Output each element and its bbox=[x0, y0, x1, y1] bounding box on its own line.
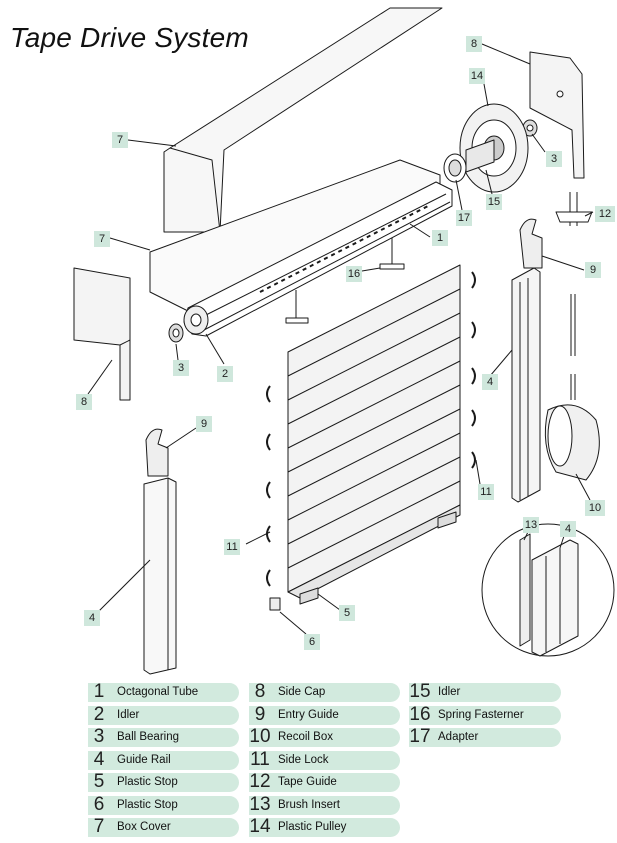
entry-guide-right bbox=[519, 218, 543, 269]
detail-inset bbox=[481, 523, 615, 657]
callout-10-recoil-box: 10 bbox=[585, 500, 605, 516]
callout-4-guide-rail-right: 4 bbox=[482, 374, 498, 390]
spring-fasteners bbox=[285, 238, 405, 324]
legend-number: 3 bbox=[93, 726, 105, 747]
plastic-stop-bottom bbox=[299, 511, 457, 605]
legend-label: Side Lock bbox=[278, 754, 329, 766]
callout-11-side-lock-left: 11 bbox=[224, 539, 240, 555]
legend-number: 5 bbox=[93, 771, 105, 792]
side-cap-left bbox=[73, 267, 131, 401]
box-cover bbox=[149, 7, 443, 313]
legend-label: Entry Guide bbox=[278, 709, 339, 721]
legend-item-11: 11 Side Lock bbox=[249, 749, 400, 770]
legend-label: Tape Guide bbox=[278, 776, 337, 788]
adapter-ring bbox=[443, 153, 467, 183]
legend-item-12: 12 Tape Guide bbox=[249, 771, 400, 792]
callout-1-octagonal-tube: 1 bbox=[432, 230, 448, 246]
legend-item-13: 13 Brush Insert bbox=[249, 794, 400, 815]
callout-4-detail: 4 bbox=[560, 521, 576, 537]
legend-number: 16 bbox=[409, 704, 431, 725]
callout-4-guide-rail-left: 4 bbox=[84, 610, 100, 626]
legend-label: Ball Bearing bbox=[117, 731, 180, 743]
callout-6-plastic-stop: 6 bbox=[304, 634, 320, 650]
callout-7-box-cover-upper: 7 bbox=[112, 132, 128, 148]
ball-bearing-left bbox=[168, 323, 184, 343]
callout-17-adapter: 17 bbox=[456, 210, 472, 226]
callout-3-ball-bearing-left: 3 bbox=[173, 360, 189, 376]
callout-7-box-cover-lower: 7 bbox=[94, 231, 110, 247]
legend-label: Guide Rail bbox=[117, 754, 171, 766]
legend-label: Plastic Stop bbox=[117, 776, 178, 788]
callout-5-plastic-stop: 5 bbox=[339, 605, 355, 621]
side-locks-right bbox=[471, 271, 476, 469]
legend-item-16: 16 Spring Fasterner bbox=[409, 704, 561, 725]
callout-2-idler: 2 bbox=[217, 366, 233, 382]
legend-number: 12 bbox=[249, 771, 271, 792]
guide-rail-left bbox=[143, 477, 177, 675]
legend-label: Octagonal Tube bbox=[117, 686, 199, 698]
callout-11-side-lock-right: 11 bbox=[478, 484, 494, 500]
legend-number: 1 bbox=[93, 681, 105, 702]
legend-number: 15 bbox=[409, 681, 431, 702]
legend-label: Box Cover bbox=[117, 821, 171, 833]
recoil-box bbox=[544, 294, 600, 481]
legend-number: 7 bbox=[93, 816, 105, 837]
callout-16-spring-fastener: 16 bbox=[346, 266, 362, 282]
side-locks-left bbox=[266, 385, 271, 587]
shutter-curtain bbox=[287, 264, 461, 599]
callout-9-entry-guide-left: 9 bbox=[196, 416, 212, 432]
legend-item-14: 14 Plastic Pulley bbox=[249, 816, 400, 837]
callout-15-idler: 15 bbox=[486, 194, 502, 210]
legend-item-1: 1 Octagonal Tube bbox=[88, 681, 239, 702]
legend-label: Plastic Stop bbox=[117, 799, 178, 811]
legend-number: 14 bbox=[249, 816, 271, 837]
legend-number: 6 bbox=[93, 794, 105, 815]
callout-8-side-cap-left: 8 bbox=[76, 394, 92, 410]
octagonal-tube bbox=[183, 181, 453, 337]
legend-number: 2 bbox=[93, 704, 105, 725]
callout-9-entry-guide-right: 9 bbox=[585, 262, 601, 278]
legend-item-3: 3 Ball Bearing bbox=[88, 726, 239, 747]
legend-number: 11 bbox=[250, 749, 270, 770]
guide-rail-right bbox=[511, 267, 541, 503]
legend-label: Adapter bbox=[438, 731, 479, 743]
callout-13-brush-insert: 13 bbox=[523, 517, 539, 533]
legend-item-17: 17 Adapter bbox=[409, 726, 561, 747]
legend-label: Spring Fasterner bbox=[438, 709, 524, 721]
legend-number: 10 bbox=[249, 726, 271, 747]
side-cap-right bbox=[529, 51, 585, 179]
tape-guide bbox=[555, 192, 593, 226]
legend-label: Idler bbox=[117, 709, 140, 721]
page-title: Tape Drive System bbox=[10, 22, 249, 53]
callout-12-tape-guide: 12 bbox=[595, 206, 615, 222]
legend-item-15: 15 Idler bbox=[409, 681, 561, 702]
legend-label: Brush Insert bbox=[278, 799, 340, 811]
callout-14-plastic-pulley: 14 bbox=[469, 68, 485, 84]
legend-item-9: 9 Entry Guide bbox=[249, 704, 400, 725]
legend-label: Recoil Box bbox=[278, 731, 333, 743]
legend-item-2: 2 Idler bbox=[88, 704, 239, 725]
legend-number: 17 bbox=[409, 726, 431, 747]
legend-number: 13 bbox=[249, 794, 271, 815]
callout-3-ball-bearing-right: 3 bbox=[546, 151, 562, 167]
legend-number: 8 bbox=[254, 681, 266, 702]
legend-number: 9 bbox=[254, 704, 266, 725]
legend-number: 4 bbox=[93, 749, 105, 770]
legend-item-8: 8 Side Cap bbox=[249, 681, 400, 702]
legend-item-7: 7 Box Cover bbox=[88, 816, 239, 837]
legend-label: Side Cap bbox=[278, 686, 326, 698]
plastic-stop-square bbox=[269, 597, 281, 611]
legend-item-10: 10 Recoil Box bbox=[249, 726, 400, 747]
legend-label: Plastic Pulley bbox=[278, 821, 347, 833]
legend-item-5: 5 Plastic Stop bbox=[88, 771, 239, 792]
ball-bearing-right bbox=[522, 119, 538, 137]
legend-label: Idler bbox=[438, 686, 461, 698]
legend-item-4: 4 Guide Rail bbox=[88, 749, 239, 770]
legend-item-6: 6 Plastic Stop bbox=[88, 794, 239, 815]
entry-guide-left bbox=[145, 428, 169, 477]
callout-8-side-cap-right: 8 bbox=[466, 36, 482, 52]
